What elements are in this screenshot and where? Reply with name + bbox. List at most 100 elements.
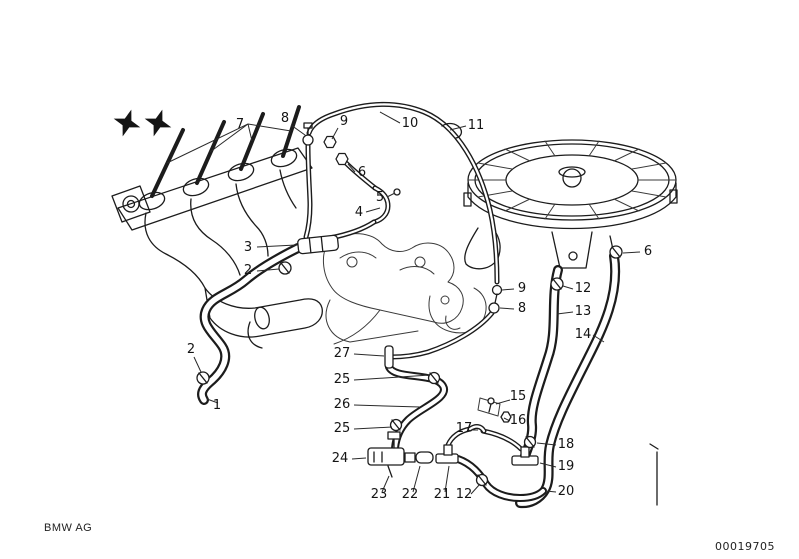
callout-12: 12 <box>575 281 592 296</box>
air-cleaner-spokes <box>467 140 677 220</box>
leader-line <box>353 374 431 381</box>
clamp-2-upper <box>278 261 292 275</box>
callout-12: 12 <box>456 487 473 502</box>
leader-line <box>351 457 367 460</box>
check-valve-3 <box>297 234 339 255</box>
nipple-23 <box>404 452 416 463</box>
callout-17: 17 <box>456 421 473 436</box>
callout-8: 8 <box>281 111 289 126</box>
leader-line <box>503 417 511 422</box>
nut-9-top <box>323 135 337 149</box>
callout-4: 4 <box>355 205 363 220</box>
reference-mark <box>649 443 659 506</box>
leader-line <box>353 404 421 408</box>
hose-clamps <box>196 245 623 487</box>
callout-2: 2 <box>187 342 195 357</box>
callout-21: 21 <box>434 487 451 502</box>
callout-13: 13 <box>575 304 592 319</box>
leader-line <box>379 111 401 124</box>
clamp-12-bottom <box>475 473 489 487</box>
air-cleaner-housing <box>463 139 678 270</box>
clamp-18 <box>523 435 537 449</box>
leader-line <box>256 268 280 272</box>
callout-2: 2 <box>244 263 252 278</box>
callout-19: 19 <box>558 459 575 474</box>
banjo-fitting-8-top <box>302 122 314 146</box>
nipple-5 <box>393 188 401 196</box>
callout-1: 1 <box>213 398 221 413</box>
clamp-12-top <box>550 277 564 291</box>
callout-6: 6 <box>644 244 652 259</box>
leader-line <box>290 124 306 136</box>
leader-line <box>449 125 467 131</box>
leader-line <box>247 123 292 132</box>
leader-line <box>556 311 574 315</box>
hose-20 <box>454 455 547 503</box>
leader-line <box>545 490 557 493</box>
elbow-17 <box>467 424 487 434</box>
callout-9: 9 <box>518 281 526 296</box>
callout-18: 18 <box>558 437 575 452</box>
stars-icon <box>113 109 172 137</box>
leader-line <box>381 475 390 493</box>
nut-6-left <box>335 152 349 166</box>
callout-24: 24 <box>332 451 349 466</box>
callout-5: 5 <box>376 190 384 205</box>
leader-line <box>166 123 249 164</box>
leader-line <box>331 127 339 140</box>
callout-25: 25 <box>334 421 351 436</box>
leader-line <box>412 465 421 493</box>
callout-7: 7 <box>236 117 244 132</box>
leader-line <box>247 123 253 142</box>
callout-25: 25 <box>334 372 351 387</box>
leader-line <box>622 251 641 254</box>
leader-line <box>501 288 515 291</box>
valve-24 <box>367 431 405 478</box>
leader-line <box>444 465 450 493</box>
leader-line <box>539 462 557 468</box>
clamp-25-upper <box>427 371 441 385</box>
clamp-25-lower <box>389 418 403 432</box>
callout-11: 11 <box>468 118 485 133</box>
callout-10: 10 <box>402 116 419 131</box>
leader-line <box>470 483 481 495</box>
t-fitting-21 <box>435 444 459 464</box>
callout-26: 26 <box>334 397 351 412</box>
leader-line <box>347 163 356 173</box>
leader-line <box>256 244 297 248</box>
callout-15: 15 <box>510 389 527 404</box>
clamp-2-lower <box>196 371 210 385</box>
leader-line <box>386 192 396 198</box>
lower-manifold <box>204 287 323 349</box>
screw-15 <box>487 397 495 413</box>
callout-14: 14 <box>575 327 592 342</box>
hose-8-to-27 <box>388 310 495 360</box>
tube-27 <box>384 345 394 369</box>
hose-t21-to-elbow17 <box>445 426 524 452</box>
vent-pipe <box>303 142 313 240</box>
hose-1-assembly <box>197 243 303 405</box>
callout-27: 27 <box>334 346 351 361</box>
callout-20: 20 <box>558 484 575 499</box>
engine-bracket-outline <box>323 233 501 417</box>
leader-line <box>536 442 557 446</box>
clamp-6-right <box>609 245 623 259</box>
callout-16: 16 <box>510 413 527 428</box>
manifold-studs <box>150 105 301 198</box>
nut-16 <box>500 411 512 423</box>
leader-line <box>562 285 574 290</box>
document-number: 00019705 <box>715 540 775 553</box>
callout-6: 6 <box>358 165 366 180</box>
brand-text: BMW AG <box>44 522 93 534</box>
vacuum-hose-10 <box>306 101 500 285</box>
leader-line <box>193 356 202 373</box>
leader-line <box>353 426 393 430</box>
leader-line <box>206 398 219 404</box>
elbow-fitting-9-right <box>488 284 503 314</box>
exhaust-manifold <box>111 105 313 289</box>
callout-22: 22 <box>402 487 419 502</box>
callout-8: 8 <box>518 301 526 316</box>
